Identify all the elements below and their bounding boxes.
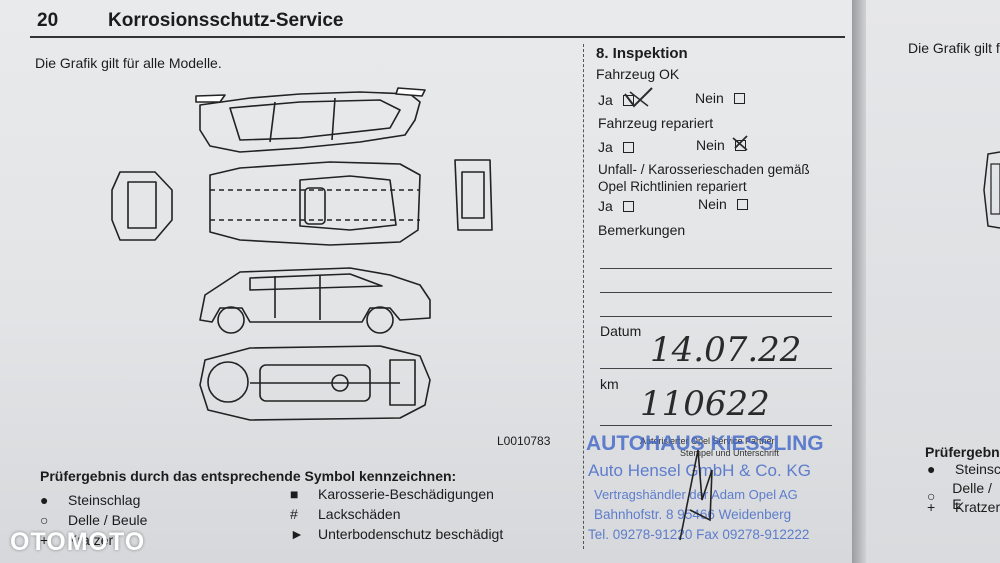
legend-symbol: + xyxy=(40,532,49,548)
remarks-line xyxy=(600,268,832,269)
legend-symbol: ● xyxy=(40,492,49,508)
legend-label: Delle / Beule xyxy=(68,512,148,528)
stamp-line-4: Bahnhofstr. 8 95466 Weidenberg xyxy=(594,507,792,522)
header-rule xyxy=(30,36,845,38)
column-divider xyxy=(583,44,584,549)
q2-yes-checkbox[interactable] xyxy=(622,141,634,153)
inspection-title: 8. Inspektion xyxy=(596,45,688,62)
car-damage-diagram xyxy=(111,87,493,421)
question-unfall-line1: Unfall- / Karosserieschaden gemäß xyxy=(598,162,810,177)
no-label: Nein xyxy=(698,196,727,212)
date-line xyxy=(600,368,832,369)
question-fahrzeug-repariert: Fahrzeug repariert xyxy=(598,115,714,131)
legend-item-unterboden: ► Unterbodenschutz beschädigt xyxy=(290,526,503,542)
legend-item-steinschlag: ● Steinschlag xyxy=(40,492,140,508)
otomoto-watermark: OTOMOTO xyxy=(10,528,146,556)
km-label: km xyxy=(600,376,619,392)
legend-item-lackschaeden: # Lackschäden xyxy=(290,506,401,522)
question-fahrzeug-ok: Fahrzeug OK xyxy=(596,66,680,82)
legend-label: Lackschäden xyxy=(318,506,401,522)
q2-no-checkbox[interactable] xyxy=(734,139,746,151)
no-label: Nein xyxy=(695,90,724,106)
legend-symbol: ○ xyxy=(40,512,49,528)
stamp-line-3: Vertragshändler der Adam Opel AG xyxy=(594,487,798,502)
date-value: 14.07.22 xyxy=(650,330,802,370)
legend-label: Steinsch xyxy=(955,461,1000,477)
left-page xyxy=(0,0,852,563)
q1-no-checkbox[interactable] xyxy=(733,92,745,104)
right-page-intro: Die Grafik gilt für xyxy=(908,40,1000,56)
stamp-caption-1: Autorisierter Opel Service Partner xyxy=(640,436,775,446)
legend-symbol: ► xyxy=(290,526,304,542)
legend-item-delle: ○ Delle / Beule xyxy=(40,512,147,528)
no-label: Nein xyxy=(696,137,725,153)
legend-label: Delle / E xyxy=(952,480,992,512)
car-side-view xyxy=(199,267,431,334)
cross-mark-icon xyxy=(732,135,748,151)
question-unfall-line2: Opel Richtlinien repariert xyxy=(598,179,747,194)
book-gutter xyxy=(852,0,866,563)
car-underbody-view xyxy=(199,345,431,421)
right-page-heading: Prüfergebnis xyxy=(925,444,1000,460)
q2-no: Nein xyxy=(696,137,746,153)
stamp-caption-2: Stempel und Unterschrift xyxy=(680,448,780,458)
legend-label: Kratzer xyxy=(68,532,114,548)
remarks-line xyxy=(600,316,832,317)
right-legend-item: ○ Delle / E xyxy=(927,480,1000,512)
km-value: 110622 xyxy=(640,384,770,424)
right-legend-item: ● Steinsch xyxy=(927,461,1000,477)
q3-no: Nein xyxy=(698,196,748,212)
yes-label: Ja xyxy=(598,139,613,155)
km-line xyxy=(600,425,832,426)
remarks-label: Bemerkungen xyxy=(598,222,686,238)
right-page xyxy=(866,0,1000,563)
q3-yes-checkbox[interactable] xyxy=(622,200,634,212)
legend-symbol: ○ xyxy=(927,488,936,504)
legend-item-kratzer: + Kratzer xyxy=(40,532,113,548)
q1-no: Nein xyxy=(695,90,745,106)
legend-label: Karosserie-Beschädigungen xyxy=(318,486,494,502)
q1-yes-checkbox[interactable] xyxy=(622,94,634,106)
right-page-car-fragment xyxy=(983,151,1000,229)
yes-label: Ja xyxy=(598,92,613,108)
stamp-line-5: Tel. 09278-91220 Fax 09278-912222 xyxy=(588,527,810,542)
diagram-code: L0010783 xyxy=(497,434,551,448)
right-legend-item: + Kratzer xyxy=(927,499,1000,515)
yes-label: Ja xyxy=(598,198,613,214)
date-label: Datum xyxy=(600,323,642,339)
legend-symbol: ■ xyxy=(290,486,299,502)
checkmark-icon xyxy=(624,87,653,108)
q3-yes: Ja xyxy=(598,198,634,214)
legend-label: Steinschlag xyxy=(68,492,141,508)
legend-label: Unterbodenschutz beschädigt xyxy=(318,526,504,542)
q1-yes: Ja xyxy=(598,92,634,108)
car-top-view xyxy=(195,87,426,153)
intro-text: Die Grafik gilt für alle Modelle. xyxy=(35,55,222,71)
stamp-line-1: AUTOHAUS KIESSLING xyxy=(586,432,824,455)
legend-symbol: ● xyxy=(927,461,936,477)
remarks-line xyxy=(600,292,832,293)
q3-no-checkbox[interactable] xyxy=(736,198,748,210)
legend-symbol: + xyxy=(927,499,936,515)
car-plan-view xyxy=(111,159,493,246)
q2-yes: Ja xyxy=(598,139,634,155)
legend-symbol: # xyxy=(290,506,298,522)
legend-label: Kratzer xyxy=(955,499,1000,515)
page-number: 20 xyxy=(37,10,59,31)
legend-heading: Prüfergebnis durch das entsprechende Sym… xyxy=(40,468,457,484)
page-title: Korrosionsschutz-Service xyxy=(108,10,344,31)
signature-scribble xyxy=(679,449,713,541)
legend-item-karosserie: ■ Karosserie-Beschädigungen xyxy=(290,486,494,502)
